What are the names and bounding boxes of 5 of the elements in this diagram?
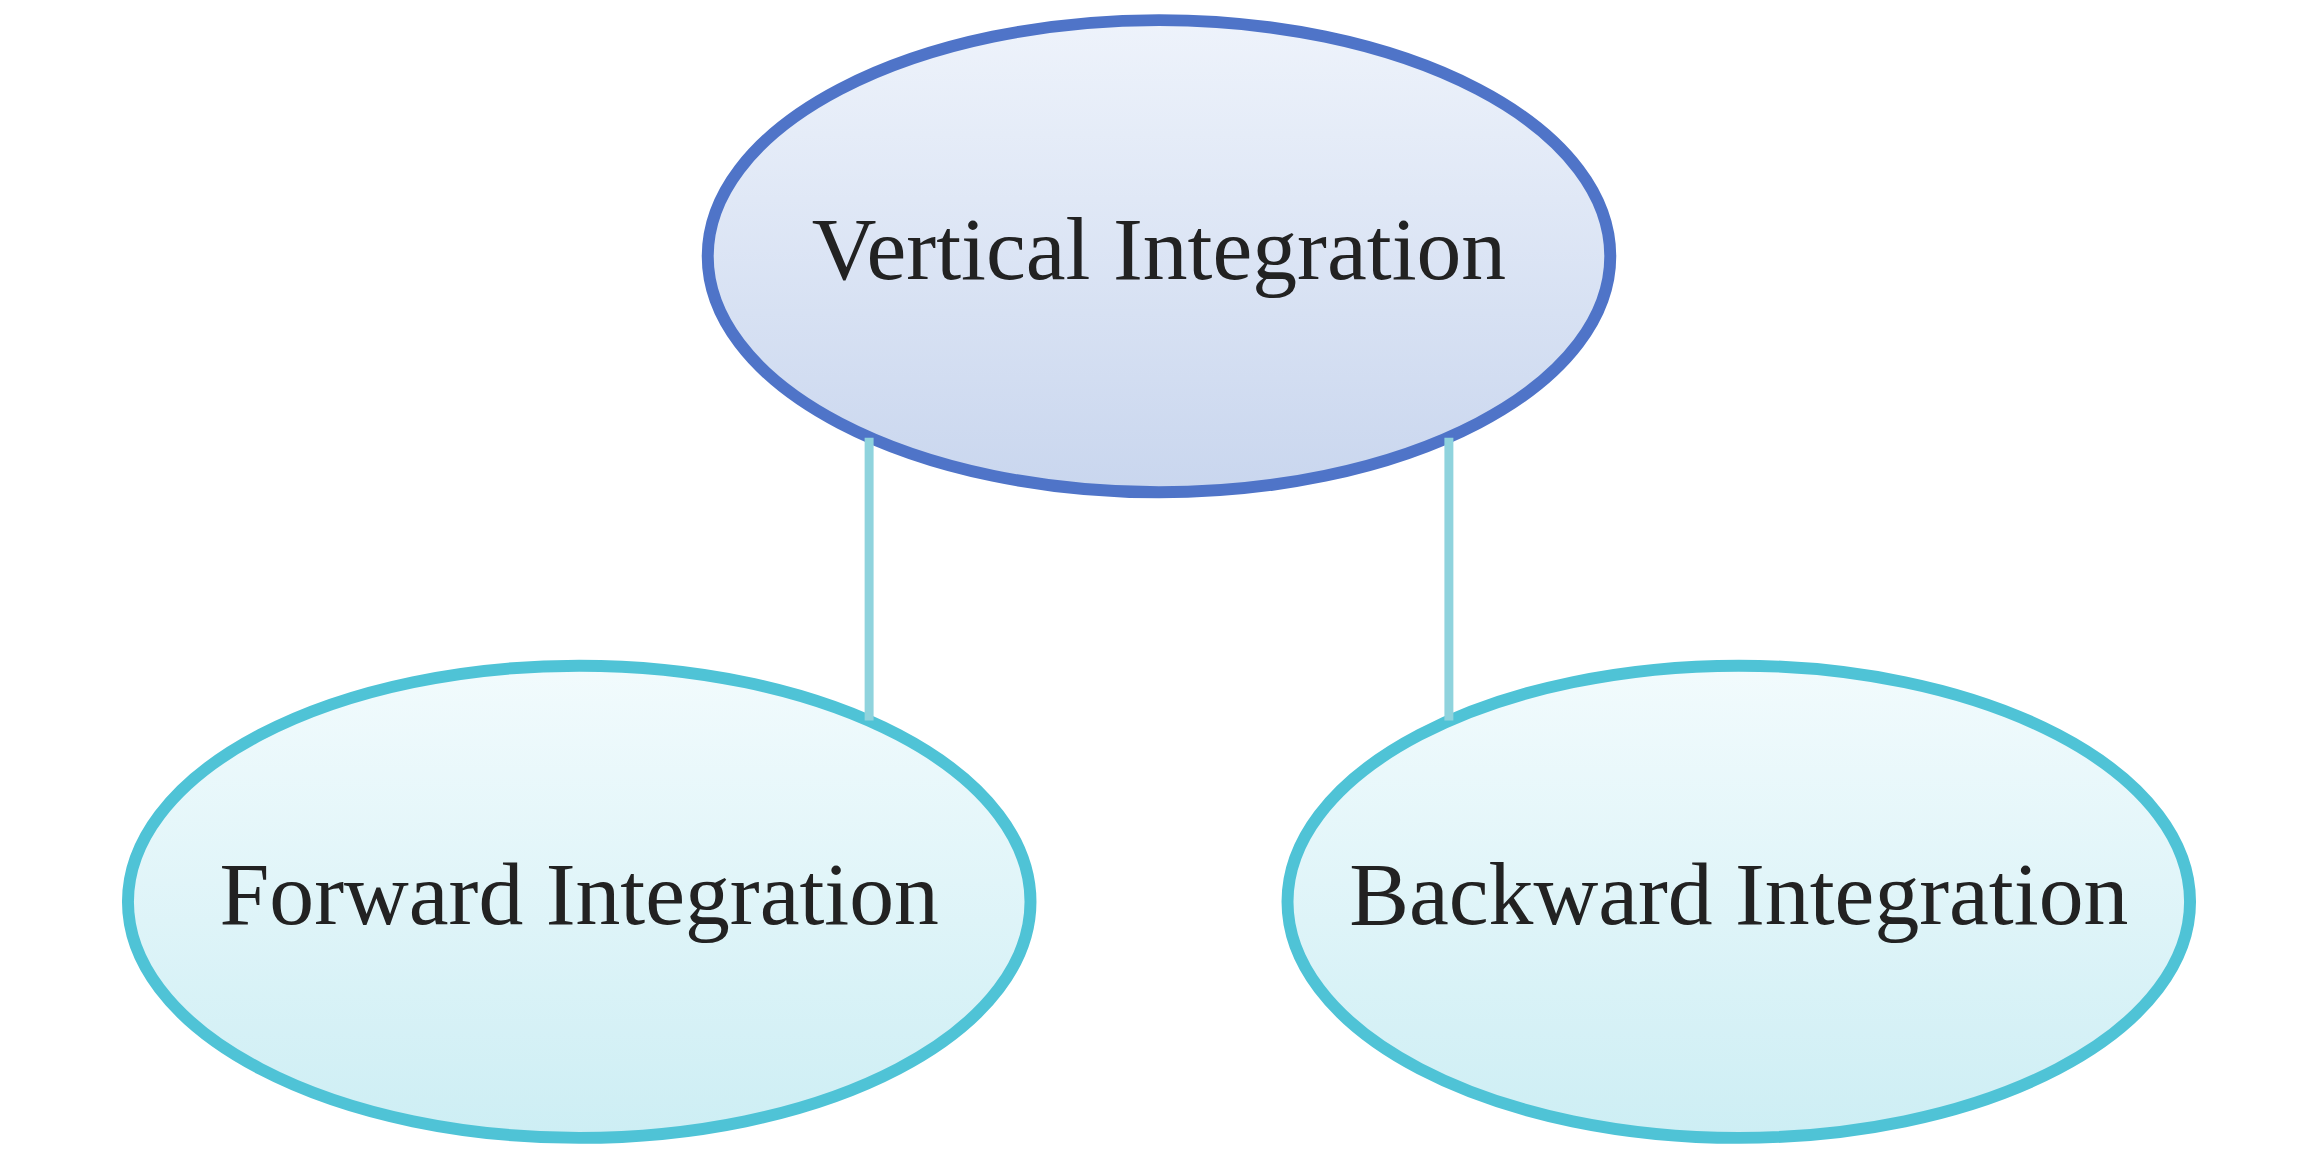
- connector: [1443, 437, 1453, 721]
- node-ellipse: Forward Integration: [121, 659, 1036, 1144]
- connector: [864, 437, 874, 721]
- node-ellipse: Vertical Integration: [701, 14, 1616, 499]
- node-ellipse: Backward Integration: [1281, 659, 2196, 1144]
